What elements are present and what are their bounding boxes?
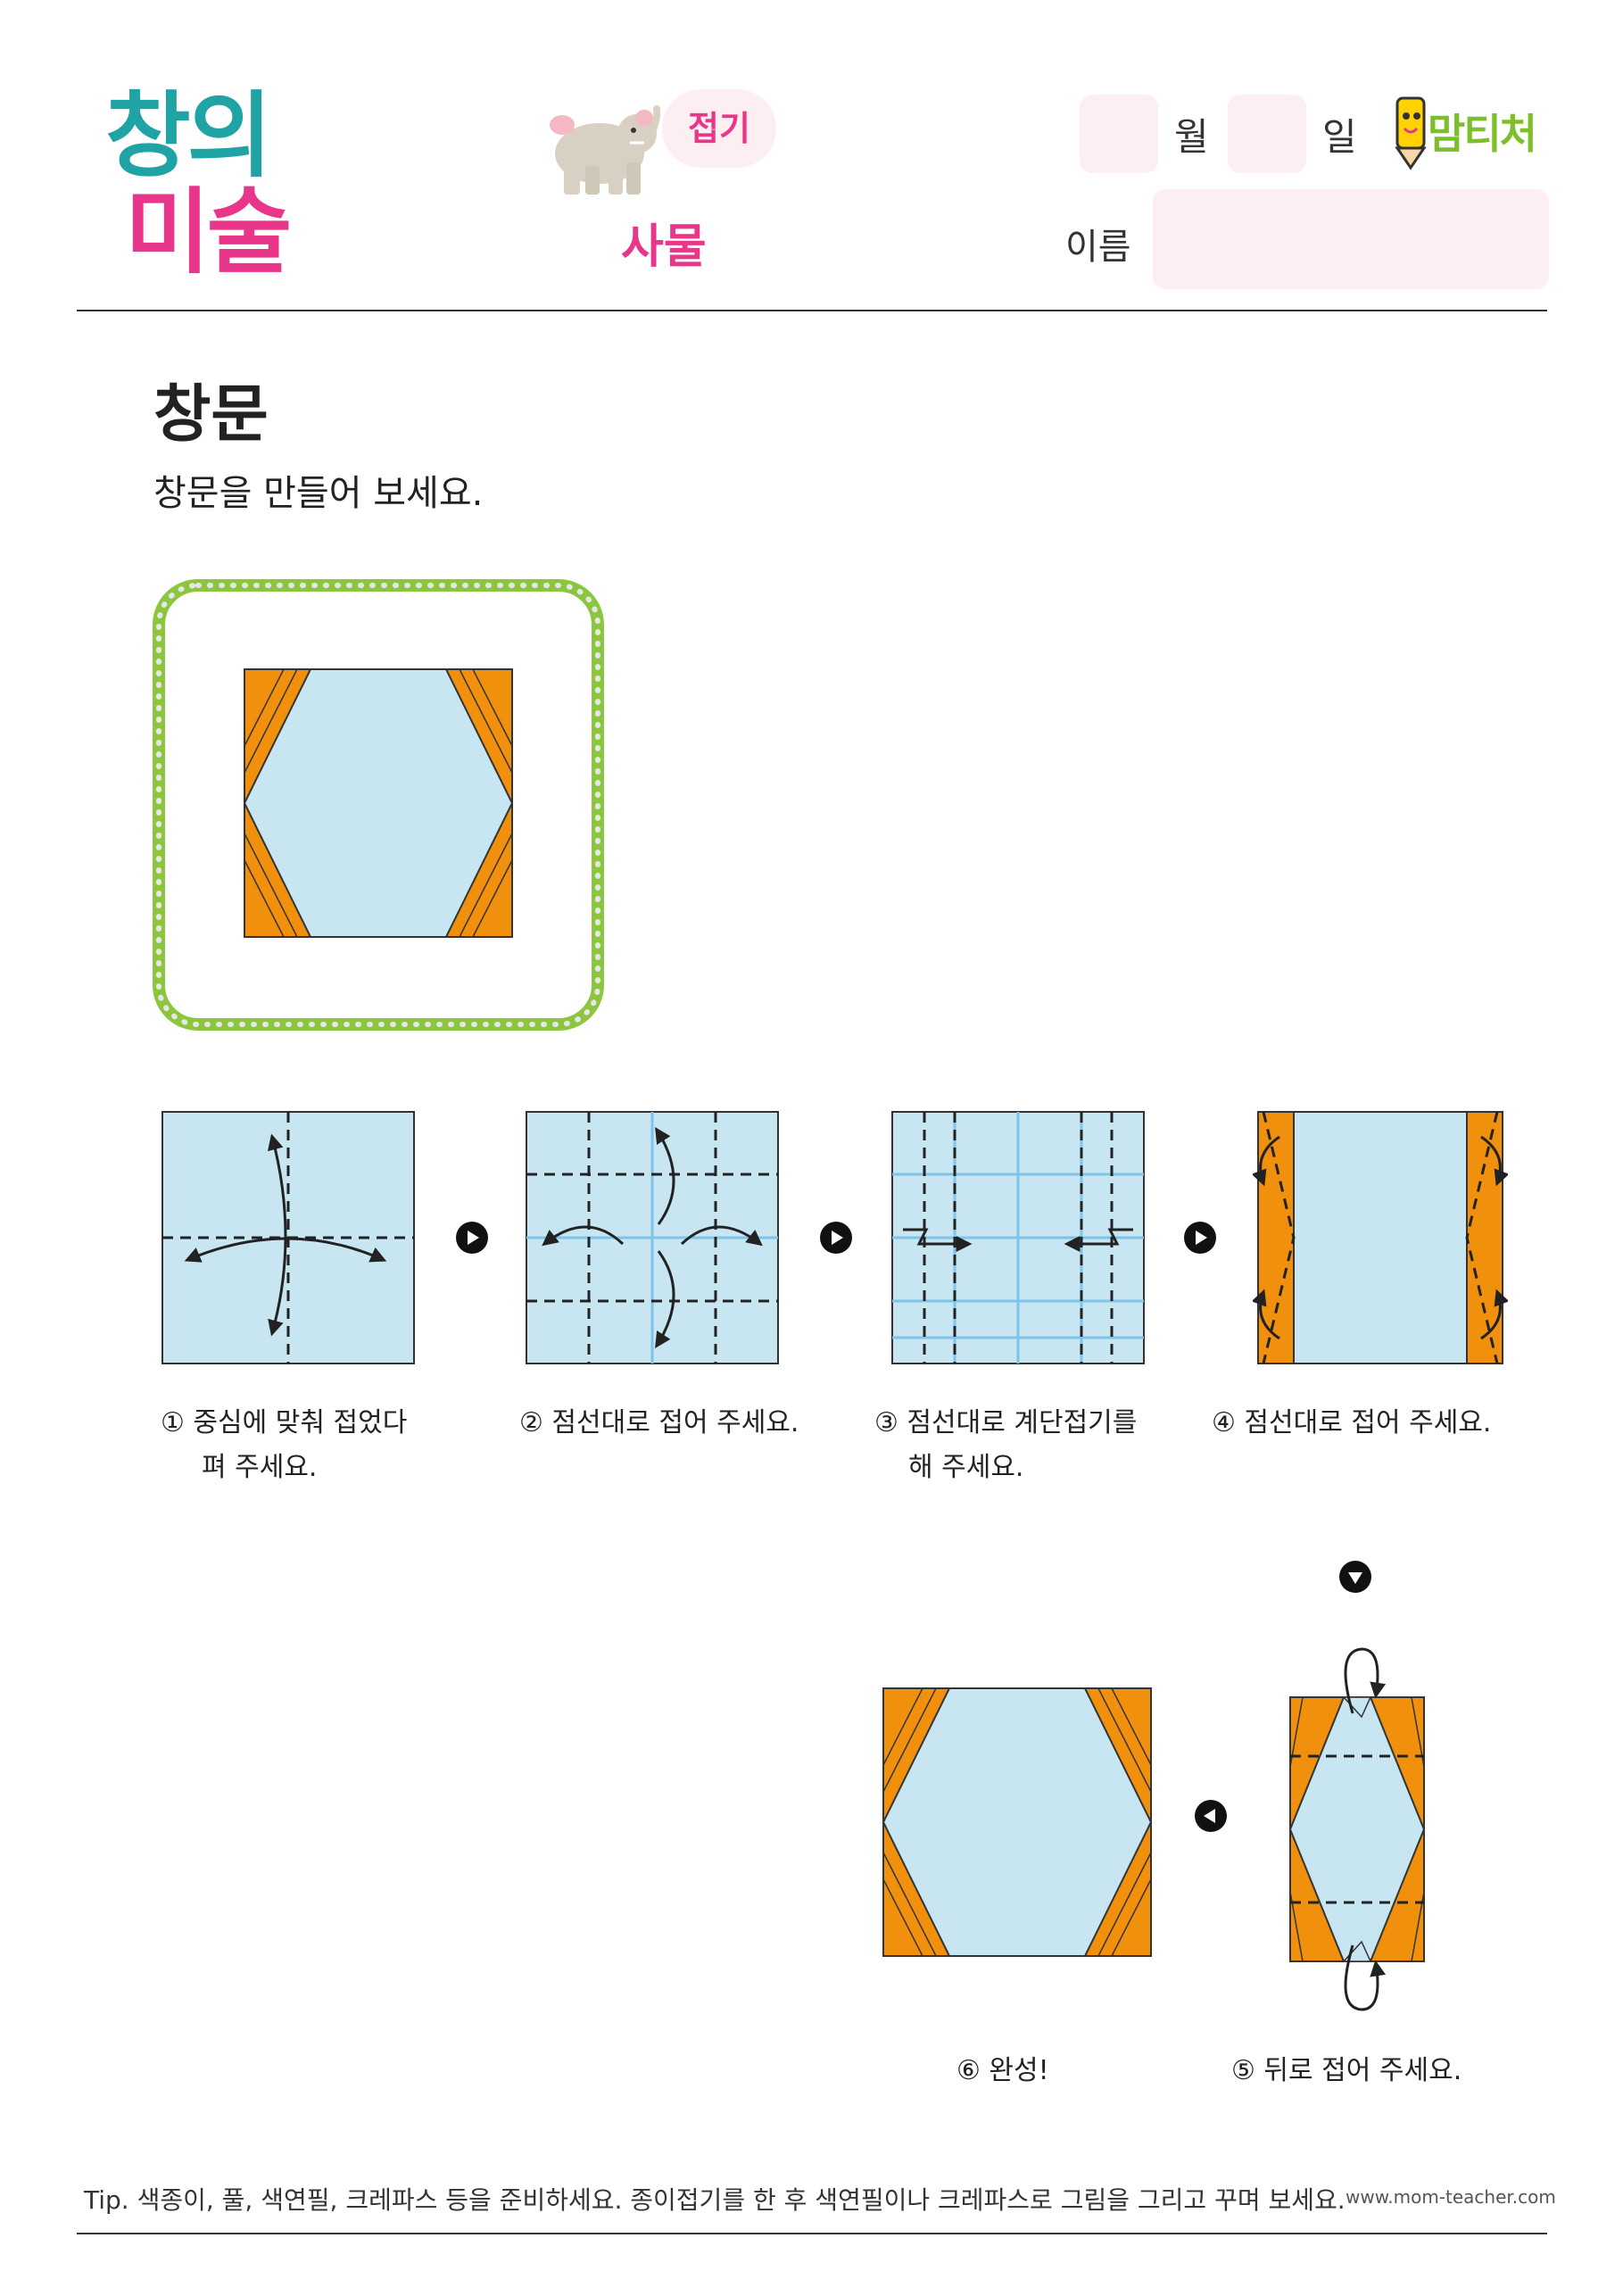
footer-divider bbox=[77, 2233, 1547, 2234]
step-1-diagram bbox=[161, 1111, 415, 1364]
step-1-caption-line2: 펴 주세요. bbox=[202, 1452, 318, 1483]
brand-logo: 맘티처 bbox=[1428, 110, 1537, 158]
subject-title: 사물 bbox=[621, 220, 707, 274]
prev-arrow-icon bbox=[1195, 1800, 1227, 1832]
lesson-title: 창문 bbox=[153, 377, 269, 451]
result-preview bbox=[153, 579, 604, 1031]
step-4-diagram bbox=[1253, 1111, 1508, 1364]
name-input[interactable] bbox=[1153, 189, 1549, 289]
footer-url[interactable]: www.mom-teacher.com bbox=[1346, 2186, 1556, 2208]
footer-tip: Tip. 색종이, 풀, 색연필, 크레파스 등을 준비하세요. 종이접기를 한… bbox=[84, 2185, 1346, 2215]
pencil-mascot-icon bbox=[1395, 96, 1427, 170]
finished-window-illustration bbox=[243, 668, 514, 938]
category-bubble: 접기 bbox=[662, 89, 776, 168]
step-6-caption: ⑥ 완성! bbox=[956, 2055, 1049, 2086]
step-2-diagram bbox=[526, 1111, 779, 1364]
step-6-diagram bbox=[882, 1687, 1153, 1957]
lesson-subtitle: 창문을 만들어 보세요. bbox=[153, 473, 484, 514]
category-label: 접기 bbox=[688, 109, 750, 148]
day-input[interactable] bbox=[1228, 95, 1306, 173]
day-label: 일 bbox=[1322, 115, 1357, 159]
step-5-caption: ⑤ 뒤로 접어 주세요. bbox=[1231, 2055, 1462, 2086]
month-label: 월 bbox=[1174, 115, 1209, 159]
step-1-caption-line1: ① 중심에 맞춰 접었다 bbox=[161, 1407, 408, 1438]
next-arrow-icon bbox=[820, 1222, 852, 1254]
next-arrow-icon bbox=[1184, 1222, 1216, 1254]
elephant-mascot-icon bbox=[550, 105, 660, 195]
name-label: 이름 bbox=[1065, 227, 1131, 268]
step-3-caption-line2: 해 주세요. bbox=[908, 1452, 1024, 1483]
step-3-caption-line1: ③ 점선대로 계단접기를 bbox=[874, 1407, 1138, 1438]
down-arrow-icon bbox=[1339, 1561, 1371, 1593]
step-5-diagram bbox=[1288, 1647, 1426, 2011]
logo-line-1: 창의 bbox=[105, 81, 272, 190]
header-divider bbox=[77, 310, 1547, 311]
step-2-caption-line1: ② 점선대로 접어 주세요. bbox=[519, 1407, 799, 1438]
step-3-diagram bbox=[891, 1111, 1145, 1364]
step-4-caption-line1: ④ 점선대로 접어 주세요. bbox=[1212, 1407, 1492, 1438]
month-input[interactable] bbox=[1080, 95, 1158, 173]
next-arrow-icon bbox=[456, 1222, 488, 1254]
logo-line-2: 미술 bbox=[125, 178, 292, 286]
